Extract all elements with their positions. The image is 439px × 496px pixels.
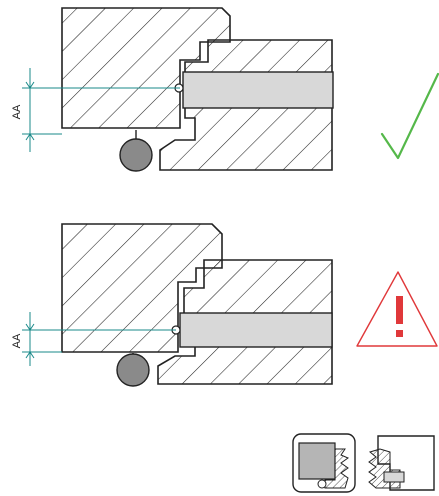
bottom-slot-bar [179,312,333,348]
top-dimension-label: AA [11,104,23,119]
bottom-pin [116,353,150,387]
bottom-dimension: AA [11,312,176,366]
bottom-dimension-label: AA [11,333,23,348]
top-door-block [61,7,231,129]
top-pin [119,138,153,172]
check-mark-icon [380,72,439,160]
top-dimension: AA [11,68,180,152]
warning-triangle-icon [356,271,438,347]
bottom-panel: AA [11,223,438,387]
top-slot-bar [182,71,334,109]
bottom-door-block [61,223,223,353]
top-panel: AA [11,7,439,172]
hinge-assembly-icon [292,433,435,493]
